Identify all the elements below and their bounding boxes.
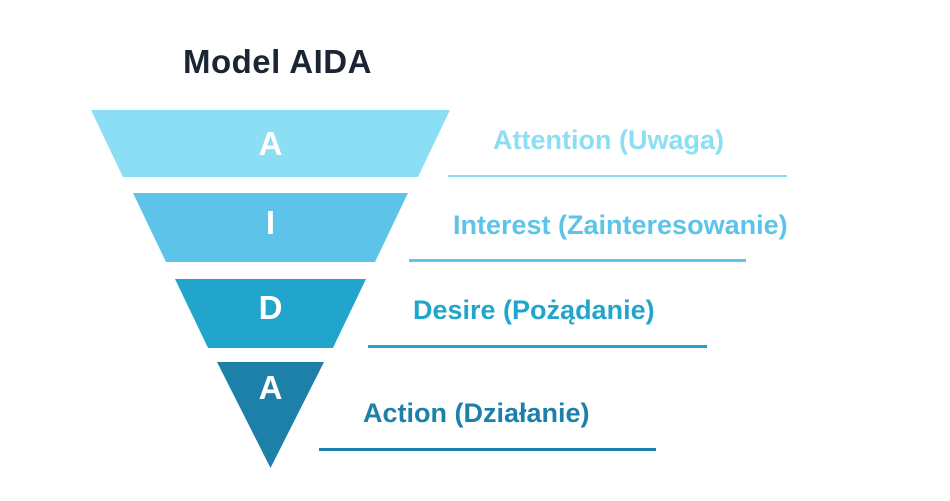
stage-label-interest: Interest (Zainteresowanie): [453, 210, 788, 240]
diagram-title: Model AIDA: [183, 43, 372, 80]
funnel-letter-action: A: [258, 369, 283, 406]
stage-label-action: Action (Działanie): [363, 398, 590, 428]
funnel-letter-desire: D: [258, 289, 283, 326]
funnel-stage-attention: A: [91, 110, 450, 177]
stage-underline-desire: [368, 345, 707, 348]
stage-underline-interest: [409, 259, 746, 262]
stage-underline-attention: [448, 175, 787, 177]
stage-label-desire: Desire (Pożądanie): [413, 295, 655, 325]
funnel-stage-desire: D: [175, 279, 366, 348]
funnel-stage-action: A: [217, 362, 324, 468]
stage-underline-action: [319, 448, 656, 451]
stage-label-attention: Attention (Uwaga): [493, 125, 724, 155]
funnel-letter-attention: A: [258, 125, 283, 162]
funnel-stage-interest: I: [133, 193, 408, 262]
funnel-letter-interest: I: [265, 204, 276, 241]
